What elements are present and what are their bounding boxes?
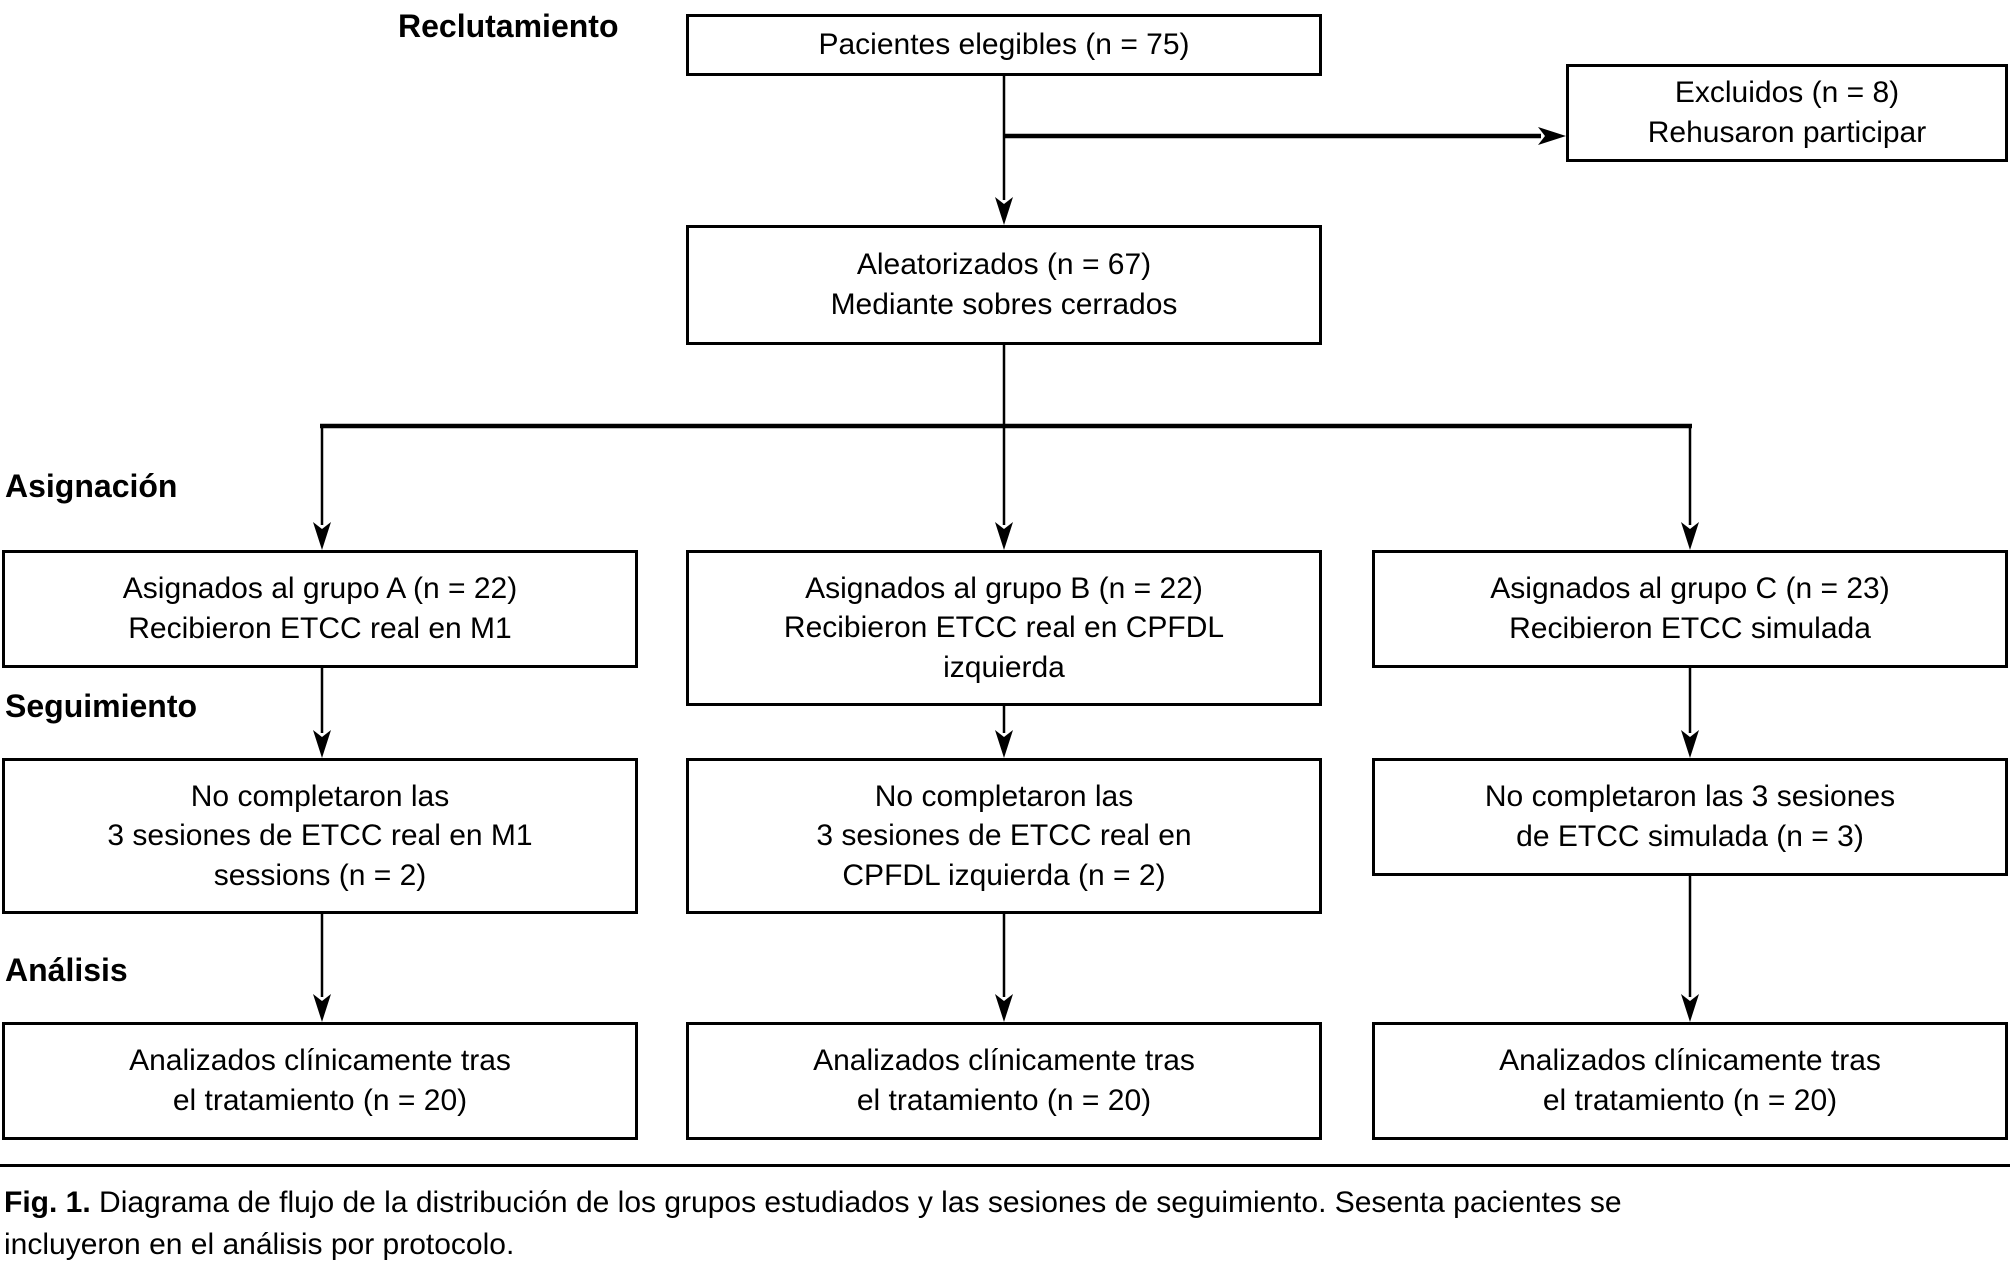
arrowhead-down-icon	[313, 730, 331, 758]
flow-box-analysis-c: Analizados clínicamente tras el tratamie…	[1372, 1022, 2008, 1140]
box-line: Pacientes elegibles (n = 75)	[818, 28, 1190, 62]
box-line: Analizados clínicamente tras	[129, 1044, 511, 1078]
box-line: Aleatorizados (n = 67)	[856, 248, 1152, 282]
box-line: el tratamiento (n = 20)	[172, 1084, 468, 1117]
connector-drop-group-a	[313, 424, 331, 550]
box-line: 3 sesiones de ETCC real en M1	[107, 819, 533, 853]
caption-line: incluyeron en el análisis por protocolo.	[4, 1228, 515, 1261]
box-line: de ETCC simulada (n = 3)	[1516, 820, 1864, 853]
box-line: Rehusaron participar	[1647, 116, 1927, 149]
flow-box-followup-a: No completaron las 3 sesiones de ETCC re…	[2, 758, 638, 914]
arrowhead-down-icon	[313, 522, 331, 550]
arrowhead-down-icon	[1681, 522, 1699, 550]
connector-drop-group-c	[1681, 424, 1699, 550]
connector-group-a-to-followup	[313, 668, 331, 758]
stage-label-analysis: Análisis	[5, 952, 128, 988]
box-line: Asignados al grupo C (n = 23)	[1490, 572, 1890, 606]
box-line: Recibieron ETCC real en M1	[128, 612, 512, 645]
connector-drop-group-b	[995, 522, 1013, 550]
flow-box-eligible: Pacientes elegibles (n = 75)	[686, 14, 1322, 76]
arrowhead-right-icon	[1538, 127, 1566, 145]
flow-box-group-b: Asignados al grupo B (n = 22) Recibieron…	[686, 550, 1322, 706]
connector-to-excluded	[1004, 127, 1566, 145]
box-line: Analizados clínicamente tras	[1499, 1044, 1881, 1078]
connector-group-c-to-followup	[1681, 668, 1699, 758]
flow-box-followup-b: No completaron las 3 sesiones de ETCC re…	[686, 758, 1322, 914]
arrowhead-down-icon	[995, 522, 1013, 550]
box-line: 3 sesiones de ETCC real en	[816, 819, 1192, 853]
arrowhead-down-icon	[995, 994, 1013, 1022]
box-line: Analizados clínicamente tras	[813, 1044, 1195, 1078]
flow-box-group-a: Asignados al grupo A (n = 22) Recibieron…	[2, 550, 638, 668]
stage-label-followup: Seguimiento	[5, 688, 198, 724]
flow-box-group-c: Asignados al grupo C (n = 23) Recibieron…	[1372, 550, 2008, 668]
box-line: Recibieron ETCC simulada	[1509, 612, 1871, 645]
box-line: izquierda	[943, 650, 1065, 684]
arrowhead-down-icon	[995, 730, 1013, 758]
stage-label-allocation: Asignación	[5, 468, 178, 504]
connector-followup-c-to-analysis	[1681, 876, 1699, 1022]
box-line: No completaron las 3 sesiones	[1484, 780, 1896, 814]
connector-followup-a-to-analysis	[313, 914, 331, 1022]
box-line: Excluidos (n = 8)	[1674, 76, 1900, 110]
caption-line: Fig. 1. Diagrama de flujo de la distribu…	[4, 1182, 2006, 1224]
arrowhead-down-icon	[995, 197, 1013, 225]
connector-followup-b-to-analysis	[995, 914, 1013, 1022]
connector-eligible-to-randomized	[995, 76, 1013, 225]
caption-figure-number: Fig. 1.	[4, 1186, 91, 1219]
flow-box-excluded: Excluidos (n = 8) Rehusaron participar	[1566, 64, 2008, 162]
box-line: CPFDL izquierda (n = 2)	[842, 858, 1166, 892]
flow-box-analysis-b: Analizados clínicamente tras el tratamie…	[686, 1022, 1322, 1140]
arrowhead-down-icon	[1681, 994, 1699, 1022]
flow-box-randomized: Aleatorizados (n = 67) Mediante sobres c…	[686, 225, 1322, 345]
arrowhead-down-icon	[313, 994, 331, 1022]
flow-box-analysis-a: Analizados clínicamente tras el tratamie…	[2, 1022, 638, 1140]
box-line: No completaron las	[190, 779, 450, 813]
caption-text: Diagrama de flujo de la distribución de …	[90, 1186, 1622, 1219]
box-line: No completaron las	[874, 779, 1134, 813]
box-line: sessions (n = 2)	[213, 858, 427, 892]
box-line: Mediante sobres cerrados	[830, 288, 1178, 321]
box-line: Asignados al grupo B (n = 22)	[805, 571, 1203, 605]
box-line: Asignados al grupo A (n = 22)	[122, 572, 518, 606]
box-line: el tratamiento (n = 20)	[856, 1084, 1152, 1117]
box-line: el tratamiento (n = 20)	[1542, 1084, 1838, 1117]
figure-caption: Fig. 1. Diagrama de flujo de la distribu…	[4, 1182, 2006, 1266]
caption-divider	[0, 1164, 2010, 1167]
connector-group-b-to-followup	[995, 706, 1013, 758]
stage-label-recruitment: Reclutamiento	[398, 8, 619, 44]
arrowhead-down-icon	[1681, 730, 1699, 758]
box-line: Recibieron ETCC real en CPFDL	[783, 611, 1225, 645]
flow-box-followup-c: No completaron las 3 sesiones de ETCC si…	[1372, 758, 2008, 876]
